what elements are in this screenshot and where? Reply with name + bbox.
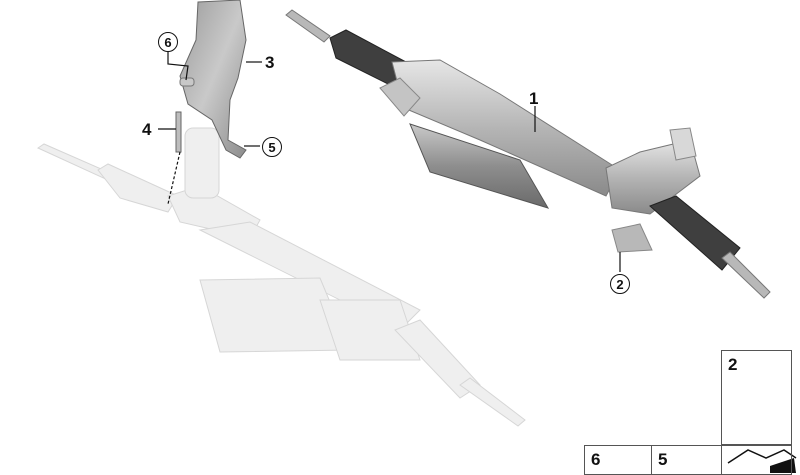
- inset-box-label-6: 6: [591, 450, 601, 469]
- callout-5: 5: [262, 137, 282, 157]
- callout-2: 2: [610, 274, 630, 294]
- inset-note-symbol: [727, 449, 797, 473]
- steering-rack-assembly: [285, 9, 771, 299]
- ghost-steering-rack: [36, 127, 526, 427]
- callout-4: 4: [142, 120, 152, 139]
- inset-box-flange-nut: 5: [651, 445, 722, 475]
- heat-shield: [179, 0, 247, 159]
- inset-box-collar-nut: 6: [584, 445, 652, 475]
- callout-3: 3: [265, 53, 275, 72]
- leader-lines: [158, 52, 621, 272]
- inset-box-label-2: 2: [728, 355, 738, 374]
- callout-1: 1: [529, 89, 539, 108]
- stud: [175, 111, 182, 153]
- callout-6: 6: [158, 32, 178, 52]
- inset-box-label-5: 5: [658, 450, 668, 469]
- inset-box-bolt: 2: [721, 350, 792, 445]
- inset-box-note: [721, 445, 792, 475]
